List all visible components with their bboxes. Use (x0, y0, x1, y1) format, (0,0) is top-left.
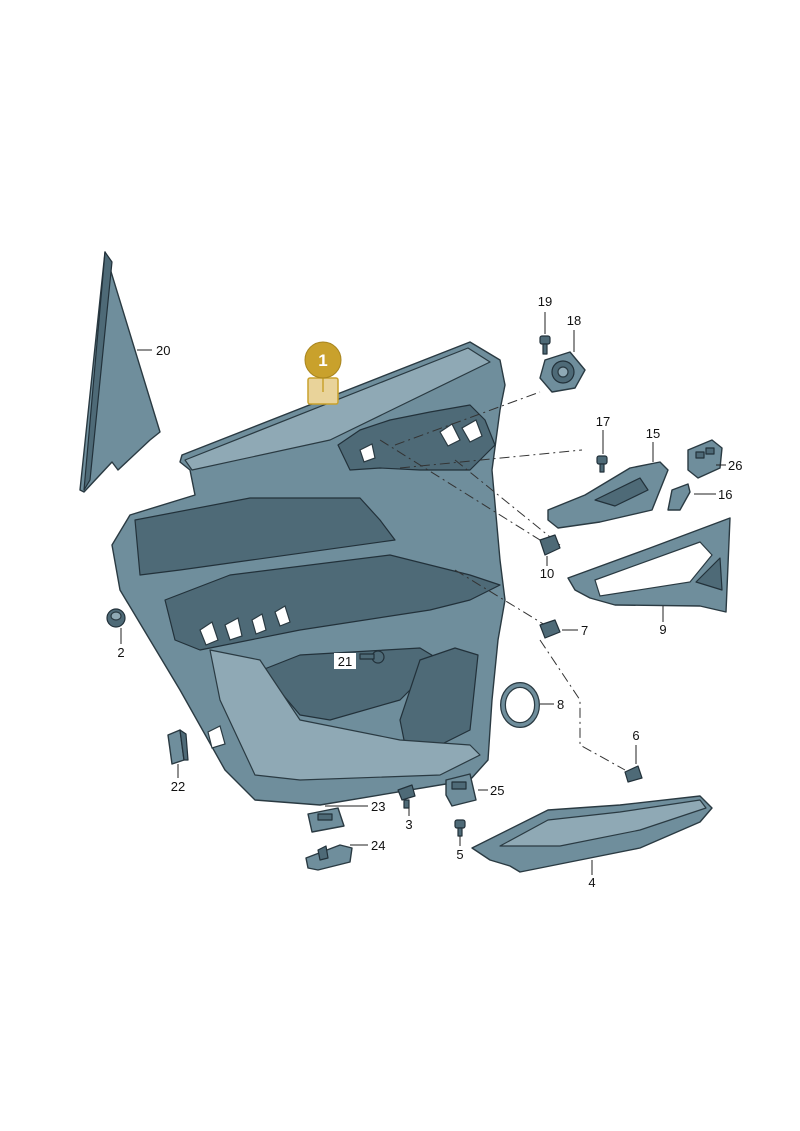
part-5-screw[interactable] (454, 819, 466, 837)
label-22: 22 (171, 779, 185, 794)
part-3-clip[interactable] (397, 784, 416, 809)
part-8-ring[interactable] (500, 682, 540, 728)
label-25: 25 (490, 783, 504, 798)
label-20: 20 (156, 343, 170, 358)
part-20-triangle-trim[interactable] (79, 251, 161, 493)
door-trim-panel[interactable] (111, 341, 506, 806)
part-21-screw[interactable] (359, 650, 385, 664)
label-10: 10 (540, 566, 554, 581)
label-19: 19 (538, 294, 552, 309)
label-15: 15 (646, 426, 660, 441)
label-3: 3 (405, 817, 412, 832)
part-6-clip[interactable] (624, 765, 643, 783)
part-9-trim-strip[interactable] (567, 517, 731, 613)
callout-number: 1 (318, 351, 327, 370)
part-18-speaker[interactable] (539, 351, 586, 393)
label-17: 17 (596, 414, 610, 429)
label-5: 5 (456, 847, 463, 862)
part-24-bracket[interactable] (305, 844, 353, 871)
part-7-clip[interactable] (539, 619, 561, 639)
part-26-switch[interactable] (687, 439, 723, 479)
label-16: 16 (718, 487, 732, 502)
label-8: 8 (557, 697, 564, 712)
part-2-plug[interactable] (106, 608, 126, 628)
part-23-light[interactable] (307, 807, 345, 833)
label-4: 4 (588, 875, 595, 890)
part-22-bracket[interactable] (167, 729, 189, 765)
label-23: 23 (371, 799, 385, 814)
part-15-door-handle[interactable] (547, 461, 669, 529)
part-25-switch[interactable] (445, 773, 477, 807)
label-26: 26 (728, 458, 742, 473)
label-21: 21 (338, 654, 352, 669)
label-24: 24 (371, 838, 385, 853)
panel-cutouts (199, 419, 483, 749)
part-4-armrest[interactable] (471, 795, 713, 873)
callout-badge-1[interactable]: 1 (304, 341, 342, 405)
assembly-dash-lines (379, 391, 626, 771)
part-10-clip[interactable] (539, 534, 561, 556)
part-17-screw[interactable] (596, 455, 608, 473)
label-6: 6 (632, 728, 639, 743)
label-21-bg (334, 653, 356, 669)
label-9: 9 (659, 622, 666, 637)
part-19-screw[interactable] (539, 335, 551, 355)
part-16-cover[interactable] (667, 483, 691, 511)
label-2: 2 (117, 645, 124, 660)
label-18: 18 (567, 313, 581, 328)
label-7: 7 (581, 623, 588, 638)
